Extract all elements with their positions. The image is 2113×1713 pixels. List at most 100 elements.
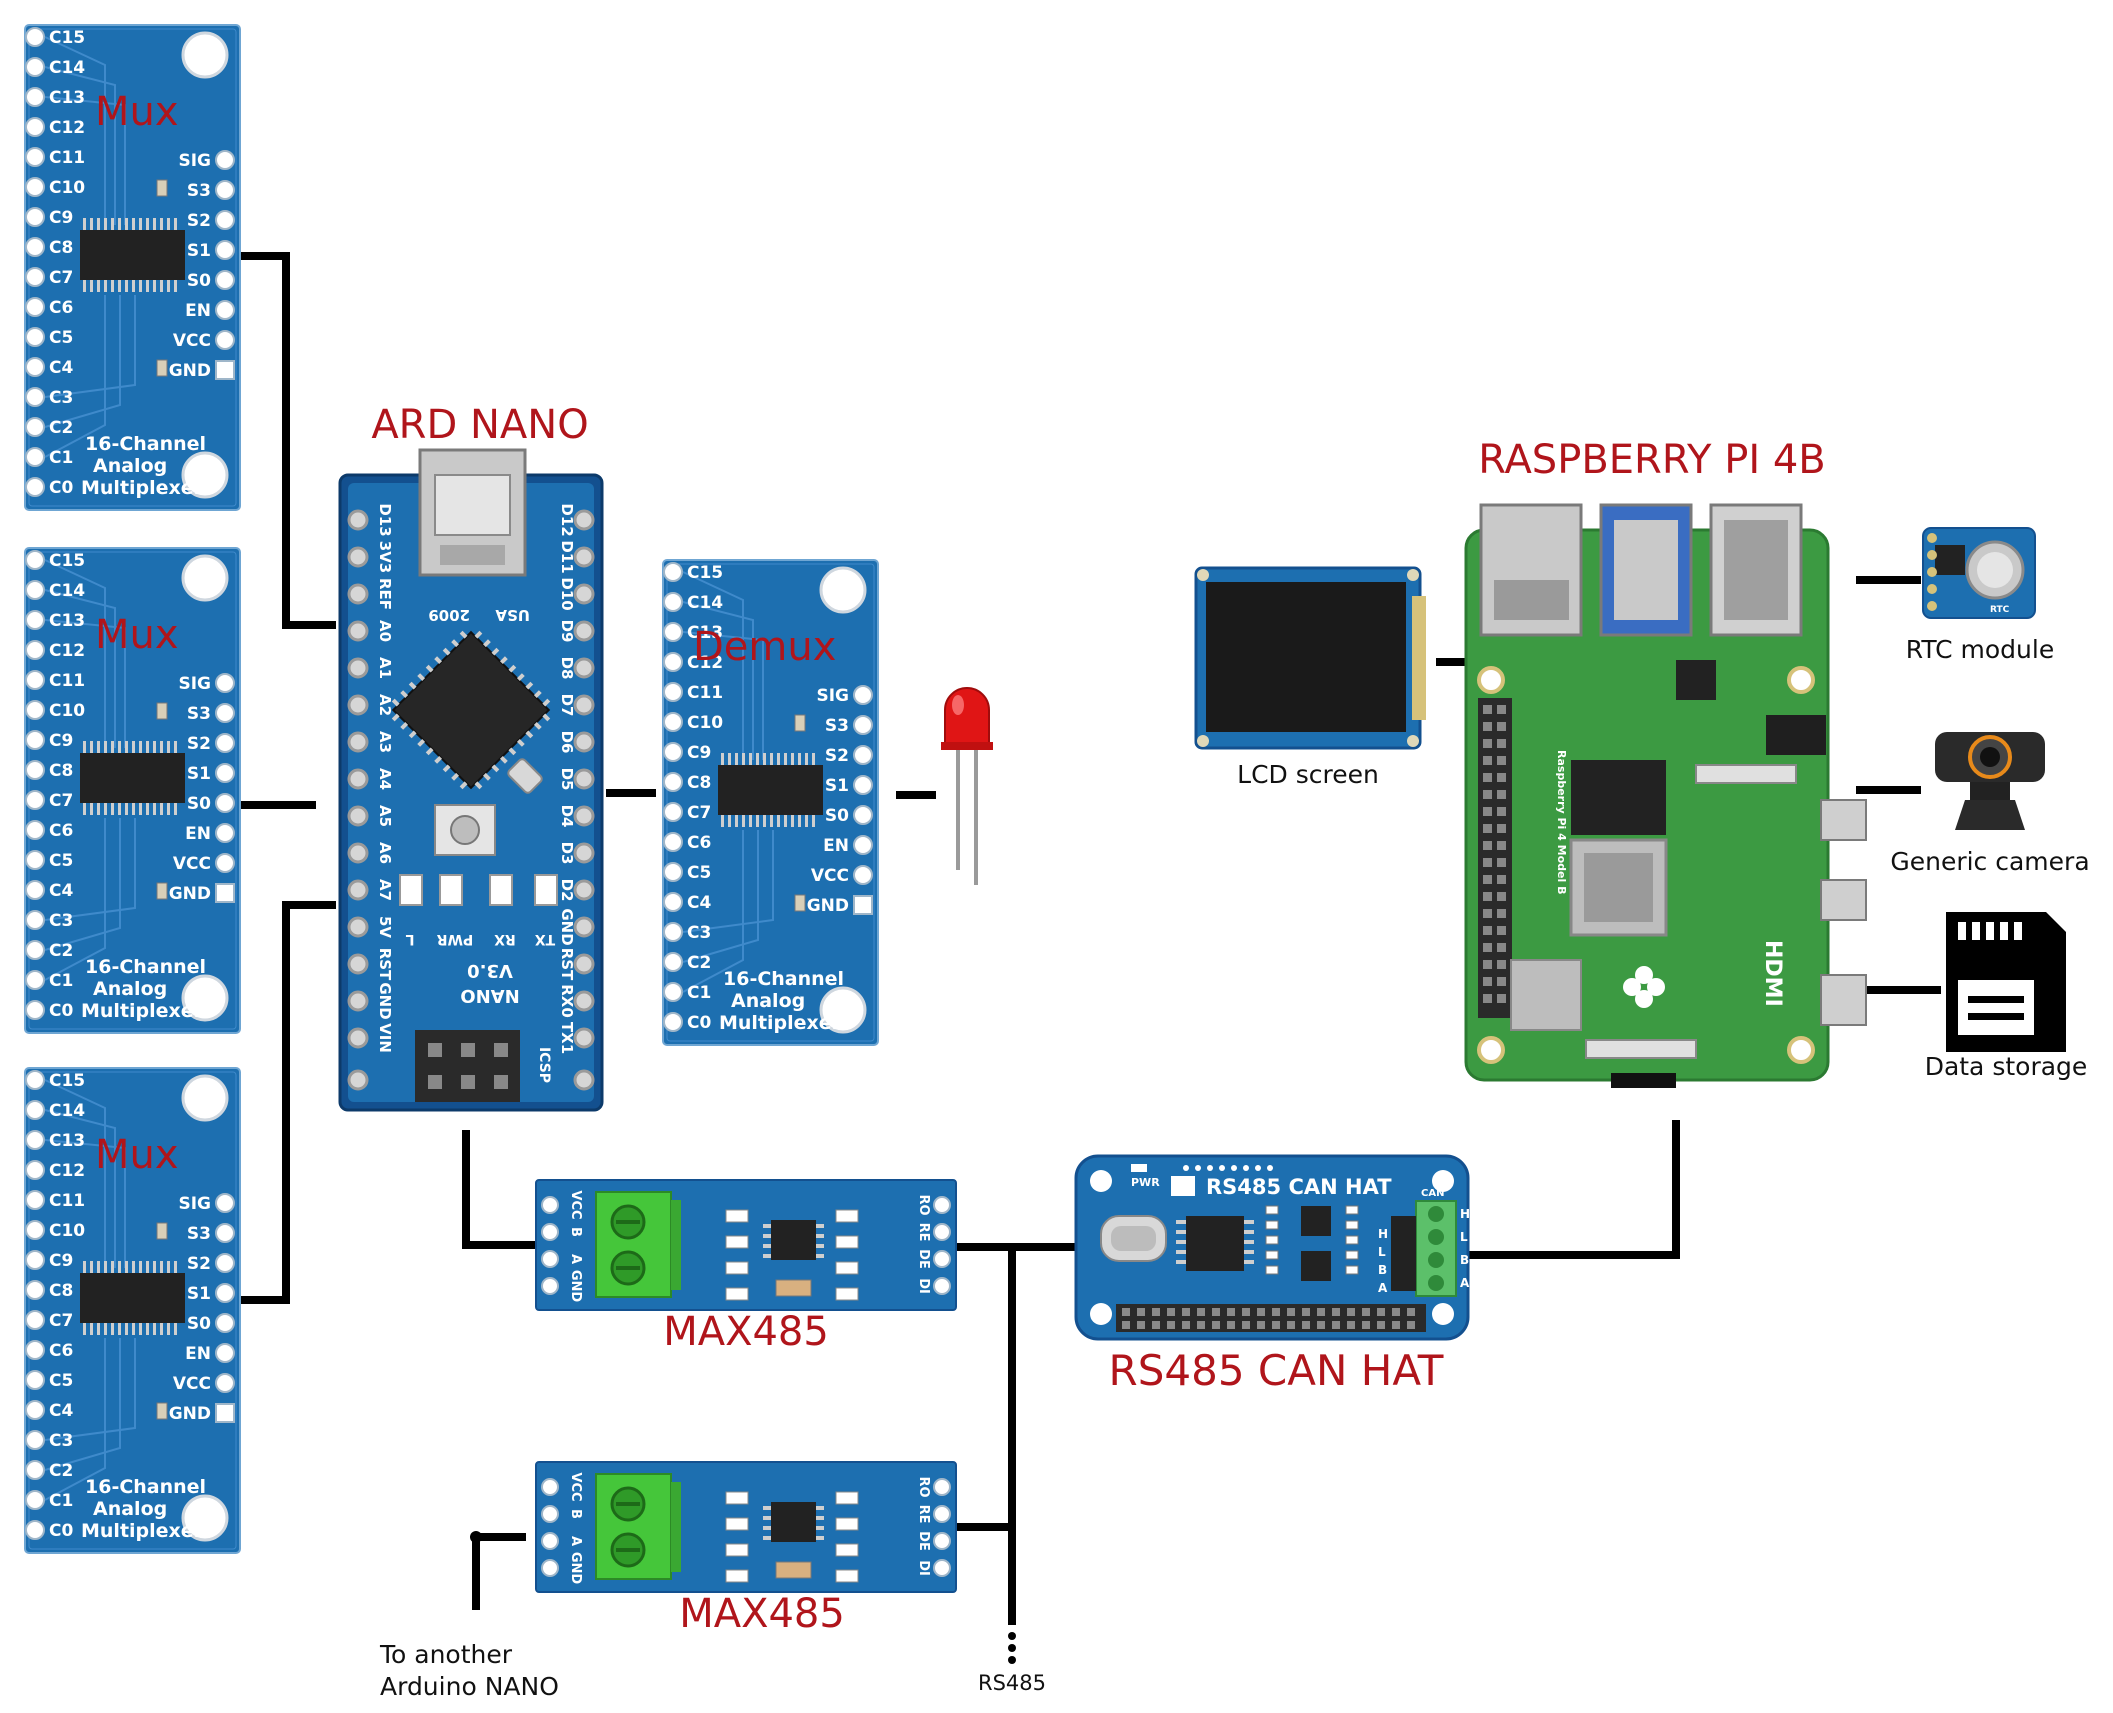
pin-label: C12 xyxy=(49,1161,85,1181)
pin-label: C12 xyxy=(687,653,723,673)
mux-caption: Analog xyxy=(93,978,167,1000)
mux-caption: Multiplexer xyxy=(81,1000,204,1022)
mux-caption: Analog xyxy=(93,1498,167,1520)
pin-label: EN xyxy=(185,824,211,844)
nano-pin-label: A0 xyxy=(376,620,394,642)
can-hat-terminal-pin: A xyxy=(1460,1276,1470,1290)
mux-1-label: Mux xyxy=(95,89,179,135)
max485-board-2: VCC B A GND RO RE DE DI xyxy=(534,1460,958,1594)
pin-label: GND xyxy=(169,361,211,381)
nano-pin-label: GND xyxy=(376,982,394,1019)
pin-label: C0 xyxy=(49,478,73,498)
ard-nano-label: ARD NANO xyxy=(371,402,588,448)
nano-pin-label: D2 xyxy=(558,879,576,902)
pin-label: C5 xyxy=(687,863,711,883)
pin-label: C13 xyxy=(49,1131,85,1151)
pin-label: C8 xyxy=(49,238,73,258)
nano-pin-label: GND xyxy=(558,908,576,945)
pin-label: C10 xyxy=(49,701,85,721)
max485-pin-label: RE xyxy=(916,1223,931,1242)
mux-caption: Analog xyxy=(93,455,167,477)
led-icon xyxy=(941,687,993,885)
rs485-can-hat-label: RS485 CAN HAT xyxy=(1109,1346,1444,1395)
wire-max485-2-another-nano xyxy=(472,1533,526,1610)
wire-end-dot xyxy=(470,1531,482,1543)
nano-pin-label: RST xyxy=(376,948,394,981)
can-hat-terminal-pin: H xyxy=(1378,1227,1388,1241)
wire-mux1-nano xyxy=(236,252,336,629)
nano-pin-label: D9 xyxy=(558,620,576,643)
nano-pin-label: D5 xyxy=(558,768,576,791)
nano-pin-label: A4 xyxy=(376,768,394,790)
pin-label: VCC xyxy=(173,1374,211,1394)
pin-label: C6 xyxy=(49,1341,73,1361)
pin-label: C11 xyxy=(687,683,723,703)
pin-label: C2 xyxy=(49,1461,73,1481)
to-another-nano-label-line2: Arduino NANO xyxy=(380,1672,559,1701)
pin-label: SIG xyxy=(178,151,211,171)
pin-label: S2 xyxy=(825,746,849,766)
max485-pin-label: DE xyxy=(916,1531,931,1551)
nano-pin-label: D4 xyxy=(558,805,576,828)
mux-3-label: Mux xyxy=(95,1132,179,1178)
nano-model-text: NANO xyxy=(460,985,519,1006)
can-hat-terminal-pin: H xyxy=(1460,1207,1470,1221)
pin-label: SIG xyxy=(178,674,211,694)
max485-pin-label: GND xyxy=(568,1552,583,1585)
pin-label: C8 xyxy=(49,1281,73,1301)
can-hat-terminal-pin: B xyxy=(1460,1253,1469,1267)
pin-label: S2 xyxy=(187,1254,211,1274)
rs485-bus-label: RS485 xyxy=(978,1671,1046,1695)
pin-label: C9 xyxy=(687,743,711,763)
pin-label: C7 xyxy=(687,803,711,823)
max485-pin-label: RO xyxy=(916,1194,931,1215)
can-hat-pwr-text: PWR xyxy=(1131,1176,1160,1189)
pin-label: C8 xyxy=(49,761,73,781)
nano-led-label: L xyxy=(405,931,414,947)
pin-label: C7 xyxy=(49,791,73,811)
generic-camera-label: Generic camera xyxy=(1890,847,2089,876)
pi-hdmi-text: HDMI xyxy=(1760,940,1785,1007)
can-hat-terminal-pin: L xyxy=(1460,1230,1468,1244)
pin-label: C15 xyxy=(49,28,85,48)
pin-label: C12 xyxy=(49,118,85,138)
nano-pin-label: D10 xyxy=(558,577,576,610)
wire-nano-max485-1 xyxy=(462,1130,536,1249)
pin-label: C6 xyxy=(49,298,73,318)
pin-label: C14 xyxy=(687,593,723,613)
pin-label: GND xyxy=(169,1404,211,1424)
data-storage-label: Data storage xyxy=(1925,1052,2088,1081)
bus-continuation-dots xyxy=(1008,1632,1016,1664)
mux-caption: Analog xyxy=(731,990,805,1012)
max485-pin-label: DE xyxy=(916,1249,931,1269)
pin-label: C11 xyxy=(49,671,85,691)
raspberry-logo-icon xyxy=(1623,966,1665,1008)
pin-label: C15 xyxy=(49,1071,85,1091)
max485-pin-label: A xyxy=(568,1254,583,1264)
nano-led-label: TX xyxy=(535,931,556,947)
pin-label: S2 xyxy=(187,211,211,231)
nano-pin-label: A1 xyxy=(376,657,394,679)
raspberry-pi-board: HDMI Raspberry Pi 4 Model B xyxy=(1464,503,1867,1088)
pin-label: S1 xyxy=(187,764,211,784)
pin-label: SIG xyxy=(178,1194,211,1214)
pin-label: C1 xyxy=(49,448,73,468)
pin-label: S0 xyxy=(825,806,849,826)
mux-caption: Multiplexer xyxy=(81,1520,204,1542)
pin-label: VCC xyxy=(173,331,211,351)
pin-label: C0 xyxy=(49,1521,73,1541)
pin-label: C4 xyxy=(49,358,73,378)
pin-label: C11 xyxy=(49,148,85,168)
can-hat-terminal-pin: L xyxy=(1378,1245,1386,1259)
mux-caption: Multiplexer xyxy=(719,1012,842,1034)
can-hat-terminal-pin: A xyxy=(1378,1281,1388,1295)
pin-label: C13 xyxy=(687,623,723,643)
pin-label: C1 xyxy=(49,971,73,991)
nano-pin-label: D12 xyxy=(558,503,576,536)
pin-label: C3 xyxy=(49,1431,73,1451)
pin-label: C10 xyxy=(687,713,723,733)
max485-pin-label: RE xyxy=(916,1505,931,1524)
max485-pin-label: DI xyxy=(916,1278,931,1294)
pin-label: C13 xyxy=(49,611,85,631)
lcd-screen-device xyxy=(1194,566,1426,750)
